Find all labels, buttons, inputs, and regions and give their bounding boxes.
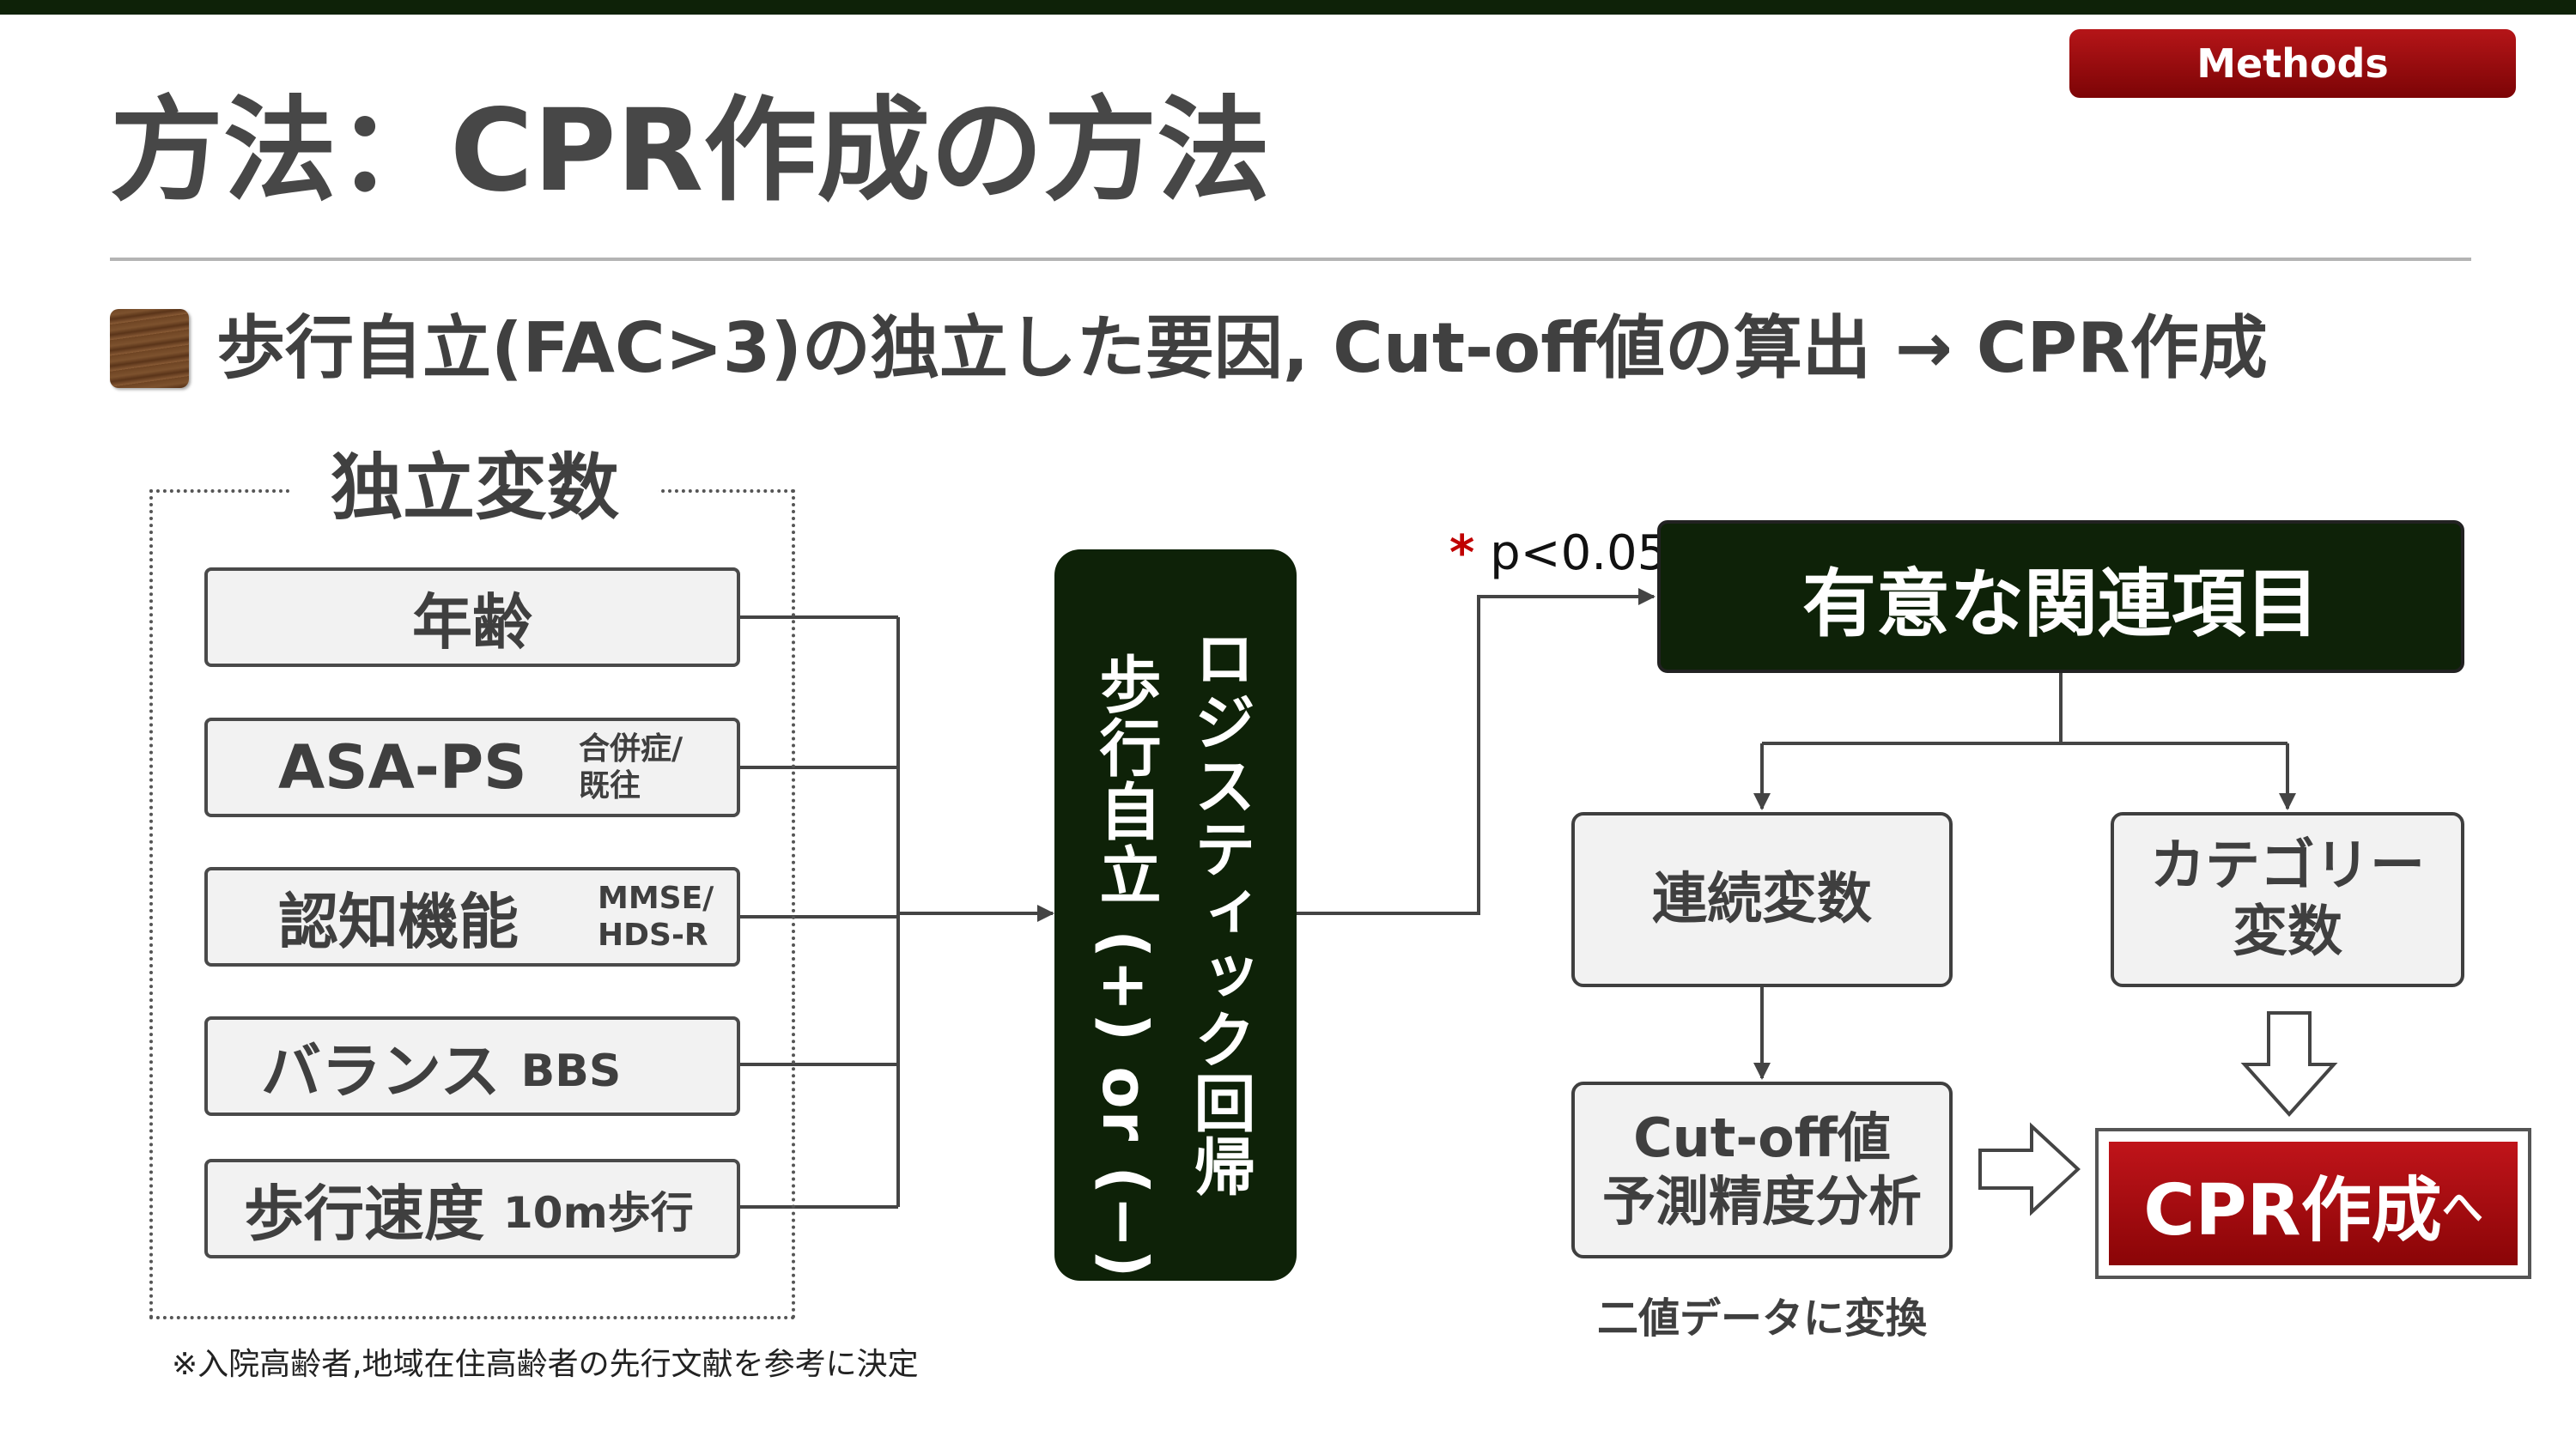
- categorical-variable-line1: カテゴリー: [2150, 834, 2425, 899]
- logistic-regression-label: ロジスティック回帰: [1183, 627, 1255, 1198]
- top-bar: [0, 0, 2576, 15]
- slide-title: 方法：CPR作成の方法: [110, 85, 1271, 217]
- variable-cognition-label: 認知機能: [278, 886, 519, 957]
- variable-balance: バランス BBS: [204, 1016, 740, 1116]
- continuous-variable-label: 連続変数: [1652, 867, 1872, 931]
- cutoff-line1: Cut-off値: [1633, 1106, 1891, 1169]
- variable-asa-ps: ASA-PS 合併症/ 既往: [204, 718, 740, 817]
- variable-asa-ps-note: 合併症/ 既往: [579, 731, 683, 803]
- variable-age-label: 年齢: [412, 586, 532, 658]
- wood-bullet-icon: [110, 309, 189, 388]
- cutoff-line2: 予測精度分析: [1601, 1170, 1922, 1233]
- continuous-variable-box: 連続変数: [1571, 812, 1953, 987]
- footnote: ※入院高齢者,地域在住高齢者の先行文献を参考に決定: [172, 1347, 919, 1382]
- categorical-variable-box: カテゴリー 変数: [2111, 812, 2464, 987]
- walking-independence-label: 歩行自立 (+) or (−): [1089, 652, 1161, 1280]
- down-hollow-arrow-icon: [2240, 1011, 2338, 1117]
- significant-items-box: 有意な関連項目: [1657, 520, 2464, 673]
- variable-balance-label: バランス: [261, 1035, 501, 1106]
- variable-gait-speed-note: 10m歩行: [503, 1188, 694, 1238]
- variable-balance-note: BBS: [520, 1045, 622, 1097]
- cutoff-analysis-box: Cut-off値 予測精度分析: [1571, 1082, 1953, 1258]
- methods-badge: Methods: [2069, 29, 2516, 98]
- variable-cognition-note: MMSE/ HDS-R: [598, 880, 714, 953]
- binary-conversion-note: 二値データに変換: [1596, 1294, 1927, 1343]
- independent-variables-label: 独立変数: [292, 445, 658, 530]
- significance-threshold: p<0.05: [1490, 525, 1668, 581]
- slide-subtitle: 歩行自立(FAC>3)の独立した要因, Cut-off値の算出 → CPR作成: [216, 308, 2268, 388]
- right-hollow-arrow-icon: [1978, 1122, 2081, 1216]
- variable-gait-speed-label: 歩行速度: [244, 1178, 484, 1249]
- categorical-variable-line2: 変数: [2233, 900, 2342, 964]
- significance-note: * p<0.05: [1449, 525, 1668, 581]
- variable-age: 年齢: [204, 567, 740, 667]
- variable-asa-ps-label: ASA-PS: [278, 732, 527, 803]
- variable-cognition: 認知機能 MMSE/ HDS-R: [204, 867, 740, 967]
- logistic-regression-box: ロジスティック回帰 歩行自立 (+) or (−): [1054, 549, 1297, 1281]
- cpr-creation-label: CPR作成: [2143, 1169, 2442, 1252]
- cpr-creation-button: CPR作成 へ: [2109, 1142, 2518, 1265]
- variable-gait-speed: 歩行速度 10m歩行: [204, 1159, 740, 1258]
- title-divider: [110, 258, 2471, 261]
- significance-star: *: [1449, 525, 1475, 581]
- cpr-creation-suffix: へ: [2441, 1184, 2483, 1232]
